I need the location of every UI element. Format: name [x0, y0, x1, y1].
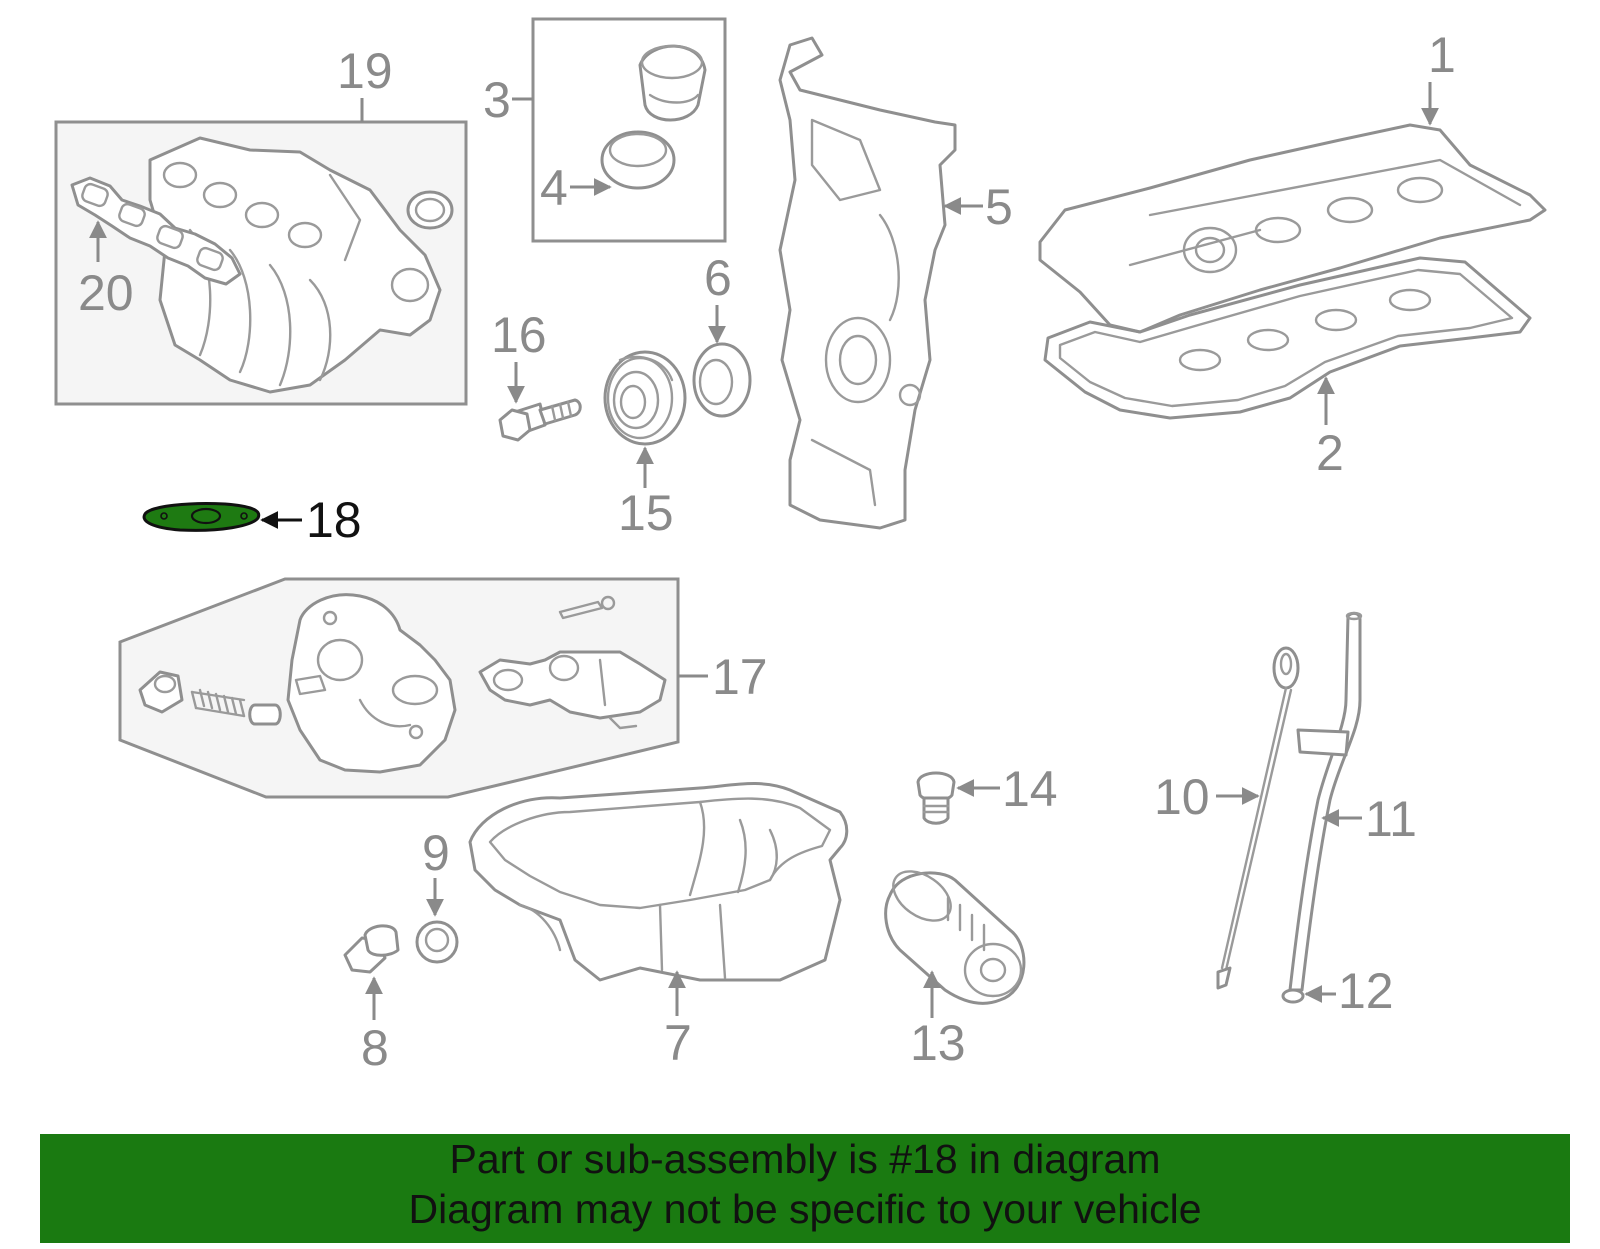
oil-strainer-drawing [478, 595, 667, 730]
union-bolt-drawing [916, 771, 956, 825]
callout-5[interactable]: 5 [985, 179, 1013, 235]
oil-pan-part[interactable]: 7 [468, 782, 849, 1071]
bolt-part[interactable]: 16 [491, 307, 582, 442]
callout-20[interactable]: 20 [78, 265, 134, 321]
bolt-drawing [498, 398, 582, 442]
callout-8[interactable]: 8 [361, 1020, 389, 1076]
callout-9[interactable]: 9 [422, 825, 450, 881]
callout-2[interactable]: 2 [1316, 425, 1344, 481]
intake-gasket-drawing [70, 176, 242, 286]
relief-spring-drawing [190, 688, 246, 718]
oil-seal-drawing [692, 342, 752, 418]
callout-14[interactable]: 14 [1002, 761, 1058, 817]
o-ring-drawing [1281, 988, 1305, 1004]
gasket-bolt-hole-left [160, 512, 168, 520]
callout-4[interactable]: 4 [540, 160, 568, 216]
crank-pulley-part[interactable]: 15 [603, 350, 687, 541]
drain-plug-part[interactable]: 8 [343, 924, 400, 1076]
callout-12[interactable]: 12 [1338, 963, 1394, 1019]
relief-valve-drawing [248, 703, 282, 726]
callout-19[interactable]: 19 [337, 43, 393, 99]
gasket-hole [190, 507, 222, 525]
drain-plug-drawing [343, 924, 400, 974]
oil-seal-part[interactable]: 6 [692, 250, 752, 418]
timing-cover-part[interactable]: 5 [778, 36, 1013, 530]
cap-gasket-drawing [600, 130, 676, 190]
dipstick-guide-part[interactable]: 11 [1288, 611, 1417, 992]
union-bolt-part[interactable]: 14 [916, 761, 1058, 825]
dipstick-guide-drawing [1288, 611, 1363, 992]
valve-cover-gasket-part[interactable]: 2 [1043, 256, 1532, 481]
gasket-part-highlighted[interactable]: 18 [142, 492, 362, 548]
valve-cover-gasket-drawing [1043, 256, 1532, 420]
oil-filter-drawing [884, 870, 1026, 1005]
relief-plug-drawing [138, 670, 184, 714]
callout-17[interactable]: 17 [712, 649, 768, 705]
callout-18[interactable]: 18 [306, 492, 362, 548]
callout-16[interactable]: 16 [491, 307, 547, 363]
drain-gasket-drawing [415, 920, 459, 964]
intake-manifold-group[interactable]: 19 20 [54, 43, 468, 406]
oil-filler-cap-group[interactable]: 3 4 [483, 17, 727, 243]
callout-3[interactable]: 3 [483, 72, 511, 128]
oil-pump-group[interactable]: 17 [118, 577, 768, 799]
crank-pulley-drawing [603, 350, 687, 446]
gasket-bolt-hole-right [240, 512, 248, 520]
timing-cover-drawing [778, 36, 957, 530]
banner-disclaimer-line: Diagram may not be specific to your vehi… [408, 1186, 1202, 1232]
callout-13[interactable]: 13 [910, 1015, 966, 1071]
callout-1[interactable]: 1 [1428, 27, 1456, 83]
oil-filler-cap-drawing [638, 44, 707, 122]
banner-part-line: Part or sub-assembly is #18 in diagram [449, 1136, 1161, 1182]
valve-cover-drawing [1038, 123, 1547, 334]
callout-10[interactable]: 10 [1154, 769, 1210, 825]
dipstick-part[interactable]: 10 [1154, 646, 1300, 990]
callout-15[interactable]: 15 [618, 485, 674, 541]
oil-filter-part[interactable]: 13 [884, 861, 1026, 1071]
drain-gasket-part[interactable]: 9 [415, 825, 459, 964]
callout-7[interactable]: 7 [664, 1015, 692, 1071]
o-ring-part[interactable]: 12 [1281, 963, 1394, 1019]
callout-6[interactable]: 6 [704, 250, 732, 306]
diagram-info-banner: Part or sub-assembly is #18 in diagram D… [40, 1134, 1570, 1243]
dipstick-drawing [1216, 646, 1300, 990]
callout-11[interactable]: 11 [1365, 791, 1417, 847]
oil-pan-drawing [468, 782, 849, 982]
oil-pump-drawing [286, 593, 457, 774]
